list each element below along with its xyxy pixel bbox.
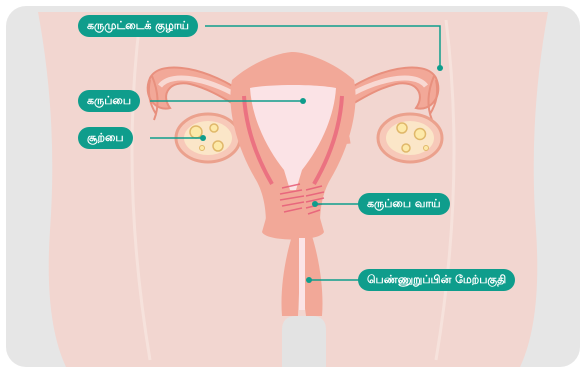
label-cervix: கருப்பை வாய் bbox=[358, 193, 450, 215]
right-follicle bbox=[397, 123, 407, 133]
leader-dot-ovary bbox=[200, 135, 206, 141]
leader-dot-fallopian-tube bbox=[437, 65, 443, 71]
label-ovary: சூற்பை bbox=[78, 127, 133, 149]
bottom-shape bbox=[282, 316, 326, 367]
left-follicle bbox=[213, 141, 223, 151]
left-follicle bbox=[210, 124, 218, 132]
label-fallopian-tube: கருமுட்டைக் குழாய் bbox=[78, 15, 198, 37]
leader-dot-vagina bbox=[306, 277, 312, 283]
leader-dot-uterus bbox=[300, 98, 306, 104]
cervix bbox=[262, 214, 324, 240]
left-follicle bbox=[190, 126, 202, 138]
right-follicle bbox=[415, 129, 426, 140]
leader-dot-cervix bbox=[312, 201, 318, 207]
label-vagina-upper: பெண்ணுறுப்பின் மேற்பகுதி bbox=[358, 269, 515, 291]
label-uterus: கருப்பை bbox=[78, 90, 140, 112]
right-follicle bbox=[402, 144, 410, 152]
left-follicle bbox=[200, 146, 205, 151]
right-follicle bbox=[424, 146, 429, 151]
